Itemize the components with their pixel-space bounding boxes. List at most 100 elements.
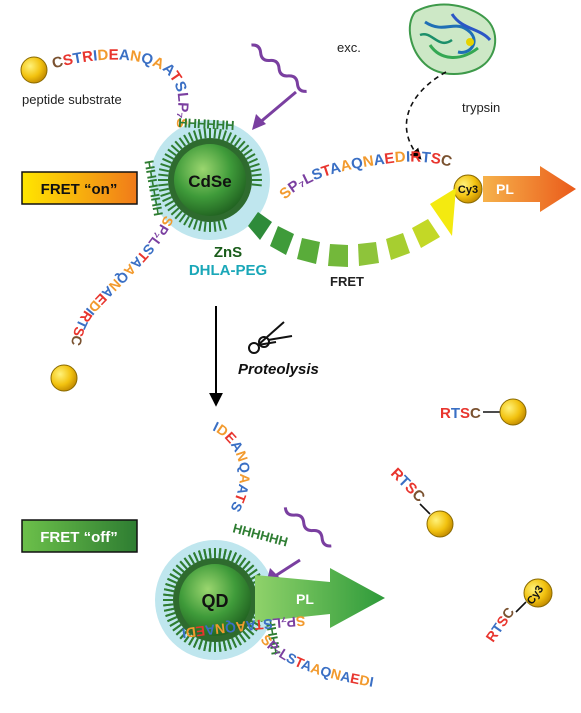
ligand-hair <box>160 162 171 168</box>
trypsin-label: trypsin <box>462 100 500 115</box>
peptide-fragment-bottom-left: SP₇LSTAAQNAEDI <box>181 613 306 642</box>
ligand-hair <box>249 162 260 168</box>
ligand-hair <box>222 640 227 652</box>
pl-emission-arrow-bottom <box>255 568 385 628</box>
free-fragment-rtsc-1: RTSC <box>440 405 481 422</box>
ligand-hair <box>235 554 242 565</box>
ligand-hair <box>222 130 228 141</box>
ligand-hair <box>183 633 192 643</box>
ligand-hair <box>243 148 253 157</box>
ligand-hair <box>222 548 227 560</box>
ligand-hair <box>251 183 262 187</box>
ligand-hair <box>240 144 250 153</box>
ligand-hair <box>250 168 262 173</box>
ligand-hair <box>164 153 175 160</box>
gold-nanoparticle-free-2 <box>426 510 454 538</box>
ligand-hair <box>163 607 175 612</box>
ligand-hair <box>188 635 195 646</box>
ligand-hair <box>203 221 207 232</box>
ligand-hair <box>237 140 246 150</box>
dhla-peg-label: DHLA-PEG <box>189 262 267 279</box>
his-tag-top: HHHHHH <box>178 115 235 133</box>
ligand-hair <box>167 148 177 157</box>
ligand-hair <box>238 633 247 643</box>
ligand-hair <box>179 560 188 570</box>
pl-emission-arrow-top <box>483 166 576 212</box>
ligand-hair <box>235 635 242 646</box>
ligand-hair <box>192 130 198 141</box>
ligand-hair <box>165 612 176 618</box>
fret-label: FRET <box>330 274 364 289</box>
ligand-hair <box>178 213 187 223</box>
ligand-hair <box>160 192 171 198</box>
ligand-hair <box>192 552 199 563</box>
ligand-hair <box>162 196 173 203</box>
cy3-dye-top <box>453 174 483 204</box>
free-fragment-rtsc-2: RTSC <box>387 465 428 506</box>
ligand-hair <box>250 620 261 627</box>
gold-nanoparticle-left-bottom <box>50 364 78 392</box>
ligand-hair <box>245 564 255 573</box>
ligand-hair <box>197 639 203 650</box>
ligand-hair <box>213 221 217 232</box>
ligand-hair <box>158 187 170 192</box>
proteolysis-label: Proteolysis <box>238 361 319 378</box>
ligand-hair <box>158 183 169 187</box>
ligand-hair <box>169 620 180 627</box>
ligand-hair <box>175 564 185 573</box>
ligand-hair <box>163 603 174 607</box>
free-fragment-rtsc-cy3: RTSC <box>482 604 517 644</box>
ligand-hair <box>227 639 233 650</box>
ligand-hair <box>231 552 238 563</box>
ligand-hair <box>198 128 203 140</box>
ligand-hair <box>167 203 177 212</box>
excitation-arrowhead-top <box>252 114 266 130</box>
fret-off-label: FRET “off” <box>40 529 117 546</box>
peptide-sequence-top-right: SP₇LSTAAQNAEDIRTSC <box>276 149 453 203</box>
ligand-hair <box>242 560 251 570</box>
peptide-substrate-label: peptide substrate <box>22 92 122 107</box>
fret-off-box <box>21 519 138 553</box>
fret-energy-transfer-arrow <box>248 188 456 267</box>
peptide-fragment-bottom-right: SP₇LSTAAQNAEDI <box>258 631 375 690</box>
zns-label: ZnS <box>214 244 242 261</box>
excitation-arrow-top <box>257 90 297 126</box>
ligand-hair <box>175 627 185 636</box>
trypsin-dashed-arrow <box>405 71 447 160</box>
ligand-hair <box>217 220 222 232</box>
excitation-wave-top <box>251 43 307 93</box>
cy3-dye-free <box>523 578 553 608</box>
ligand-hair <box>188 554 195 565</box>
ligand-hairs-top <box>158 128 262 232</box>
excitation-wave-bottom <box>283 507 332 548</box>
ligand-hair <box>170 207 180 216</box>
gold-nanoparticle-top-left <box>20 56 48 84</box>
ligand-hair <box>162 157 173 164</box>
ligand-hair <box>203 128 207 139</box>
ligand-hair <box>208 641 212 652</box>
ligand-hair <box>248 623 258 632</box>
ligand-hair <box>248 568 258 577</box>
ligand-hair <box>231 637 238 648</box>
ligand-hair <box>172 568 182 577</box>
ligand-hair <box>167 577 178 584</box>
ligand-hair <box>217 128 222 140</box>
cdse-label: CdSe <box>188 172 231 191</box>
ligand-hair <box>163 588 175 593</box>
ligand-hair <box>183 215 190 226</box>
fret-on-box <box>21 171 138 205</box>
cy3-label-top: Cy3 <box>458 184 478 196</box>
ligand-hair <box>245 153 256 160</box>
ligand-hair <box>179 630 188 640</box>
ligand-hair <box>165 582 176 588</box>
exc-label: exc. <box>337 40 361 55</box>
gold-nanoparticle-free-1 <box>499 398 527 426</box>
ligand-hair <box>226 132 233 143</box>
cdse-core <box>174 144 246 216</box>
ligand-hair <box>198 220 203 232</box>
ligand-hair <box>164 200 175 207</box>
ligand-hair <box>203 548 208 560</box>
ligand-hair <box>203 640 208 652</box>
pl-label-bottom: PL <box>296 591 314 607</box>
